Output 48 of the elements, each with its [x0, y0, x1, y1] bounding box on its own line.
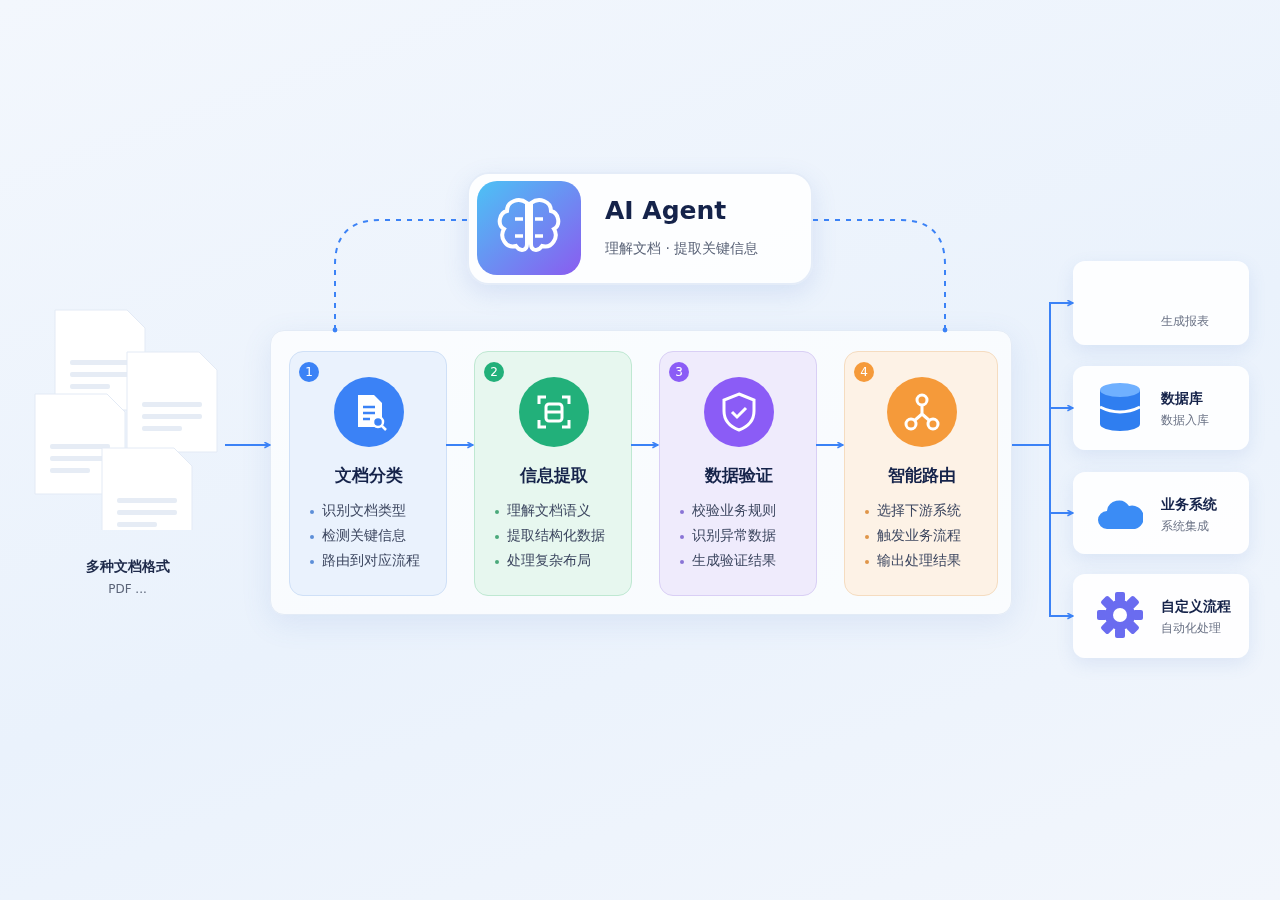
pipeline-panel — [270, 330, 1012, 615]
caption-title: 多种文档格式 — [84, 558, 171, 576]
bullet-item: 路由到对应流程 — [322, 552, 420, 570]
step-card — [474, 351, 632, 596]
output-subtitle: 生成报表 — [1161, 313, 1209, 330]
output-card — [1073, 366, 1249, 450]
bullet-item: 触发业务流程 — [877, 527, 961, 545]
output-card — [1073, 574, 1249, 658]
bullet-item: 识别文档类型 — [322, 502, 406, 520]
connector — [630, 441, 659, 449]
bullet-item: 理解文档语义 — [507, 502, 591, 520]
step-title: 文档分类 — [334, 464, 404, 487]
bullet-item: 提取结构化数据 — [507, 527, 605, 545]
step-number-badge: 1 — [299, 362, 319, 382]
step-title: 智能路由 — [887, 464, 957, 487]
bullet-item: 校验业务规则 — [692, 502, 776, 520]
output-subtitle: 数据入库 — [1161, 412, 1209, 429]
step-card — [289, 351, 447, 596]
agent-subtitle: 理解文档 · 提取关键信息 — [605, 240, 759, 258]
bullet-item: 选择下游系统 — [877, 502, 961, 520]
connector — [224, 441, 271, 449]
step-title: 数据验证 — [704, 464, 774, 487]
agent-card — [467, 172, 813, 285]
output-title: 业务系统 — [1161, 496, 1217, 514]
agent-title: AI Agent — [605, 196, 727, 225]
step-card — [659, 351, 817, 596]
step-card — [844, 351, 998, 596]
output-card — [1073, 472, 1249, 554]
step-number-badge: 3 — [669, 362, 689, 382]
connector — [812, 219, 948, 333]
step-number-badge: 2 — [484, 362, 504, 382]
connector — [332, 219, 468, 333]
output-title: 自定义流程 — [1161, 598, 1231, 616]
bullet-item: 生成验证结果 — [692, 552, 776, 570]
caption-subtitle: PDF ... — [107, 582, 148, 596]
output-card — [1073, 261, 1249, 345]
connector — [815, 441, 844, 449]
bullet-item: 输出处理结果 — [877, 552, 961, 570]
connector — [1011, 444, 1074, 620]
bullet-item: 检测关键信息 — [322, 527, 406, 545]
output-title: 数据库 — [1161, 390, 1203, 408]
bullet-item: 识别异常数据 — [692, 527, 776, 545]
connector — [445, 441, 474, 449]
step-title: 信息提取 — [519, 464, 589, 487]
bullet-item: 处理复杂布局 — [507, 552, 591, 570]
step-number-badge: 4 — [854, 362, 874, 382]
output-subtitle: 自动化处理 — [1161, 620, 1221, 637]
output-subtitle: 系统集成 — [1161, 518, 1209, 535]
